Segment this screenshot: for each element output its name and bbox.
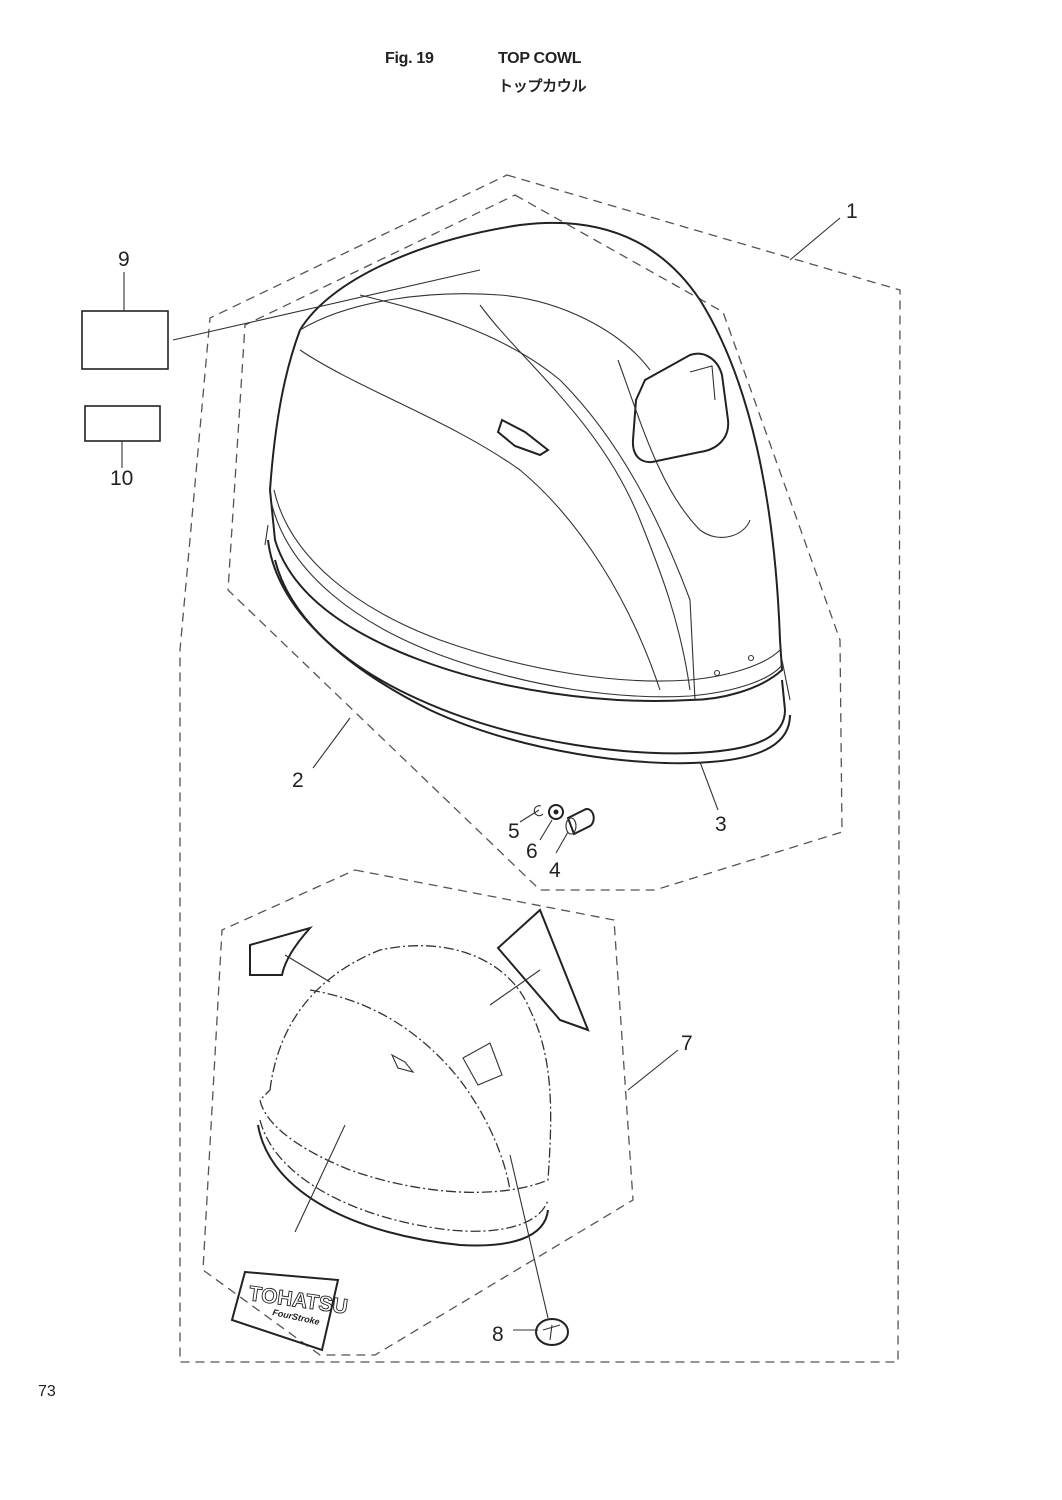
callout-3: 3	[715, 813, 727, 836]
top-cowl-drawing	[264, 221, 791, 765]
callout-4: 4	[549, 859, 561, 882]
callout-5: 5	[508, 820, 520, 843]
group-1-boundary	[179, 174, 901, 1363]
group-7-boundary	[202, 869, 634, 1356]
group-2-boundary	[227, 194, 843, 891]
figure-number: Fig. 19	[385, 50, 434, 67]
callout-1: 1	[846, 200, 858, 223]
callout-7: 7	[681, 1032, 693, 1055]
decal-set-drawing: TOHATSU FourStroke	[230, 908, 590, 1352]
callout-9: 9	[118, 248, 130, 271]
leader-lines	[121, 217, 841, 1331]
callout-2: 2	[292, 769, 304, 792]
callout-10: 10	[110, 467, 133, 490]
label-10	[84, 405, 161, 442]
label-9	[81, 310, 169, 370]
callout-8: 8	[492, 1323, 504, 1346]
page-number: 73	[38, 1383, 56, 1400]
callout-6: 6	[526, 840, 538, 863]
emblem-8	[535, 1318, 569, 1346]
figure-title-jp: トップカウル	[498, 78, 587, 95]
seal-rubber	[267, 539, 787, 755]
small-parts-drawing	[533, 804, 595, 836]
figure-title: TOP COWL	[498, 50, 582, 67]
